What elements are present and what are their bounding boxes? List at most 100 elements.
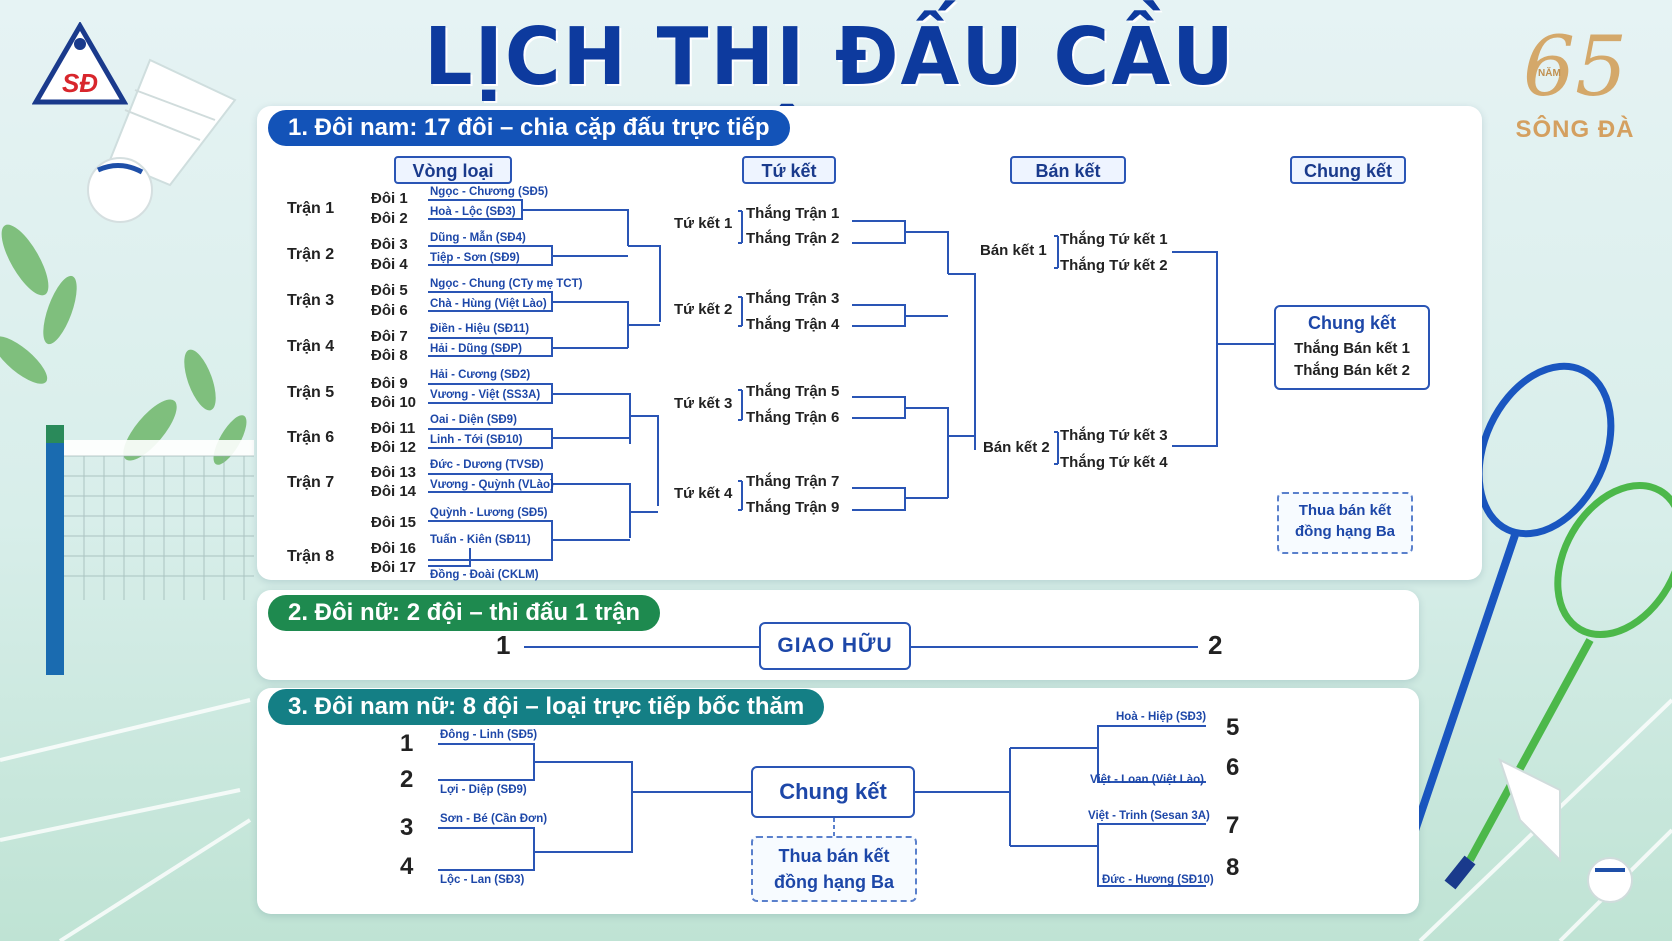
pair-name: Ngọc - Chung (CTy mẹ TCT) (430, 278, 583, 290)
mixed-seed-number: 1 (400, 730, 414, 757)
mixed-seed-number: 5 (1226, 714, 1240, 741)
sf-slot: Thắng Tứ kết 3 (1060, 427, 1168, 444)
team-label: Đôi 15 (371, 514, 417, 531)
mens-third-place: Thua bán kết đồng hạng Ba (1277, 492, 1413, 554)
column-final: Chung kết (1290, 156, 1406, 184)
pair-name: Việt - Trinh (Sesan 3A) (1088, 810, 1210, 822)
team-label: Đôi 10 (371, 394, 417, 411)
match-label: Trận 3 (287, 292, 335, 309)
pair-name: Đức - Hương (SĐ10) (1102, 874, 1214, 886)
pair-name: Hoà - Hiệp (SĐ3) (1116, 711, 1207, 723)
team-label: Đôi 16 (371, 540, 417, 557)
match-label: Trận 6 (287, 429, 335, 446)
pair-name: Tiệp - Sơn (SĐ9) (430, 252, 520, 264)
team-label: Đôi 1 (371, 190, 408, 207)
sf-slot: Thắng Tứ kết 2 (1060, 257, 1168, 274)
sf-slot: Thắng Tứ kết 1 (1060, 231, 1168, 248)
column-qualifying: Vòng loại (394, 156, 512, 184)
pair-name: Lộc - Lan (SĐ3) (440, 874, 525, 886)
mens-final-box: Chung kết Thắng Bán kết 1 Thắng Bán kết … (1274, 305, 1430, 390)
mixed-third-place: Thua bán kết đồng hạng Ba (751, 836, 917, 902)
pair-name: Lợi - Diệp (SĐ9) (440, 784, 527, 796)
anniversary-logo: 65 NĂM SÔNG ĐÀ (1500, 20, 1650, 150)
qf-slot: Thắng Trận 2 (746, 230, 840, 247)
third-place-line: đồng hạng Ba (1295, 523, 1395, 540)
pair-name: Quỳnh - Lương (SĐ5) (430, 507, 548, 519)
mixed-final-box: Chung kết (751, 766, 915, 818)
team-label: Đôi 6 (371, 302, 408, 319)
team-label: Đôi 5 (371, 282, 408, 299)
anniversary-number: 65 (1522, 20, 1628, 115)
mixed-seed-number: 7 (1226, 812, 1240, 839)
mixed-seed-number: 6 (1226, 754, 1240, 781)
sf-label: Bán kết 2 (983, 439, 1050, 456)
qf-label: Tứ kết 3 (674, 395, 733, 412)
friendly-match-box: GIAO HỮU (759, 622, 911, 670)
team-label: Đôi 9 (371, 375, 408, 392)
pair-name: Dũng - Mẫn (SĐ4) (430, 232, 526, 244)
team-label: Đôi 14 (371, 483, 417, 500)
company-logo: SĐ (31, 21, 129, 106)
logo-text: SĐ (61, 68, 99, 98)
pair-name: Hải - Cương (SĐ2) (430, 369, 531, 381)
third-place-line: Thua bán kết (778, 846, 890, 866)
team-label: Đôi 8 (371, 347, 408, 364)
team-label: Đôi 12 (371, 439, 417, 456)
qf-slot: Thắng Trận 3 (746, 290, 840, 307)
column-semifinal: Bán kết (1010, 156, 1126, 184)
pair-name: Đông - Linh (SĐ5) (440, 729, 538, 741)
qf-slot: Thắng Trận 4 (746, 316, 840, 333)
qf-label: Tứ kết 4 (674, 485, 733, 502)
match-label: Trận 4 (287, 338, 335, 355)
section1-heading: 1. Đôi nam: 17 đôi – chia cặp đấu trực t… (268, 110, 790, 146)
final-slot: Thắng Bán kết 1 (1294, 340, 1410, 357)
third-place-line: đồng hạng Ba (774, 872, 894, 892)
team-label: Đôi 7 (371, 328, 408, 345)
qf-slot: Thắng Trận 5 (746, 383, 840, 400)
match-label: Trận 5 (287, 384, 335, 401)
pair-name: Linh - Tới (SĐ10) (430, 434, 523, 446)
match-label: Trận 8 (287, 548, 335, 565)
anniversary-name: SÔNG ĐÀ (1515, 116, 1635, 143)
pair-name: Tuấn - Kiên (SĐ11) (430, 534, 531, 546)
net-decoration (46, 425, 254, 675)
pair-name: Chà - Hùng (Việt Lào) (430, 298, 547, 310)
anniversary-small: NĂM (1538, 68, 1561, 79)
mixed-seed-number: 4 (400, 853, 414, 880)
mixed-seed-number: 2 (400, 766, 414, 793)
pair-name: Đức - Dương (TVSĐ) (430, 459, 544, 471)
womens-team-2: 2 (1208, 630, 1223, 660)
shuttlecock-decoration (87, 58, 237, 223)
team-label: Đôi 13 (371, 464, 417, 481)
team-label: Đôi 17 (371, 559, 417, 576)
pair-name: Vương - Quỳnh (VLào) (430, 479, 554, 491)
pair-name: Việt - Loan (Việt Lào) (1090, 774, 1204, 786)
team-label: Đôi 3 (371, 236, 408, 253)
team-label: Đôi 2 (371, 210, 408, 227)
column-quarterfinal: Tứ kết (742, 156, 836, 184)
womens-team-1: 1 (496, 630, 511, 660)
team-label: Đôi 4 (371, 256, 408, 273)
qf-slot: Thắng Trận 9 (746, 499, 840, 516)
qf-slot: Thắng Trận 1 (746, 205, 840, 222)
section2-heading: 2. Đôi nữ: 2 đội – thi đấu 1 trận (268, 595, 661, 631)
pair-name: Sơn - Bé (Cần Đơn) (440, 813, 548, 825)
sf-slot: Thắng Tứ kết 4 (1060, 454, 1168, 471)
sf-label: Bán kết 1 (980, 242, 1047, 259)
pair-name: Ngọc - Chương (SĐ5) (430, 186, 549, 198)
third-place-line: Thua bán kết (1298, 502, 1392, 519)
match-label: Trận 2 (287, 246, 335, 263)
pair-name: Hoà - Lộc (SĐ3) (430, 206, 516, 218)
qf-label: Tứ kết 1 (674, 215, 733, 232)
pair-name: Oai - Diện (SĐ9) (430, 414, 517, 426)
pair-name: Điền - Hiệu (SĐ11) (430, 323, 530, 335)
qf-slot: Thắng Trận 6 (746, 409, 840, 426)
qf-slot: Thắng Trận 7 (746, 473, 840, 490)
mixed-seed-number: 3 (400, 814, 414, 841)
team-label: Đôi 11 (371, 420, 416, 437)
section3-heading: 3. Đôi nam nữ: 8 đội – loại trực tiếp bố… (268, 689, 825, 725)
